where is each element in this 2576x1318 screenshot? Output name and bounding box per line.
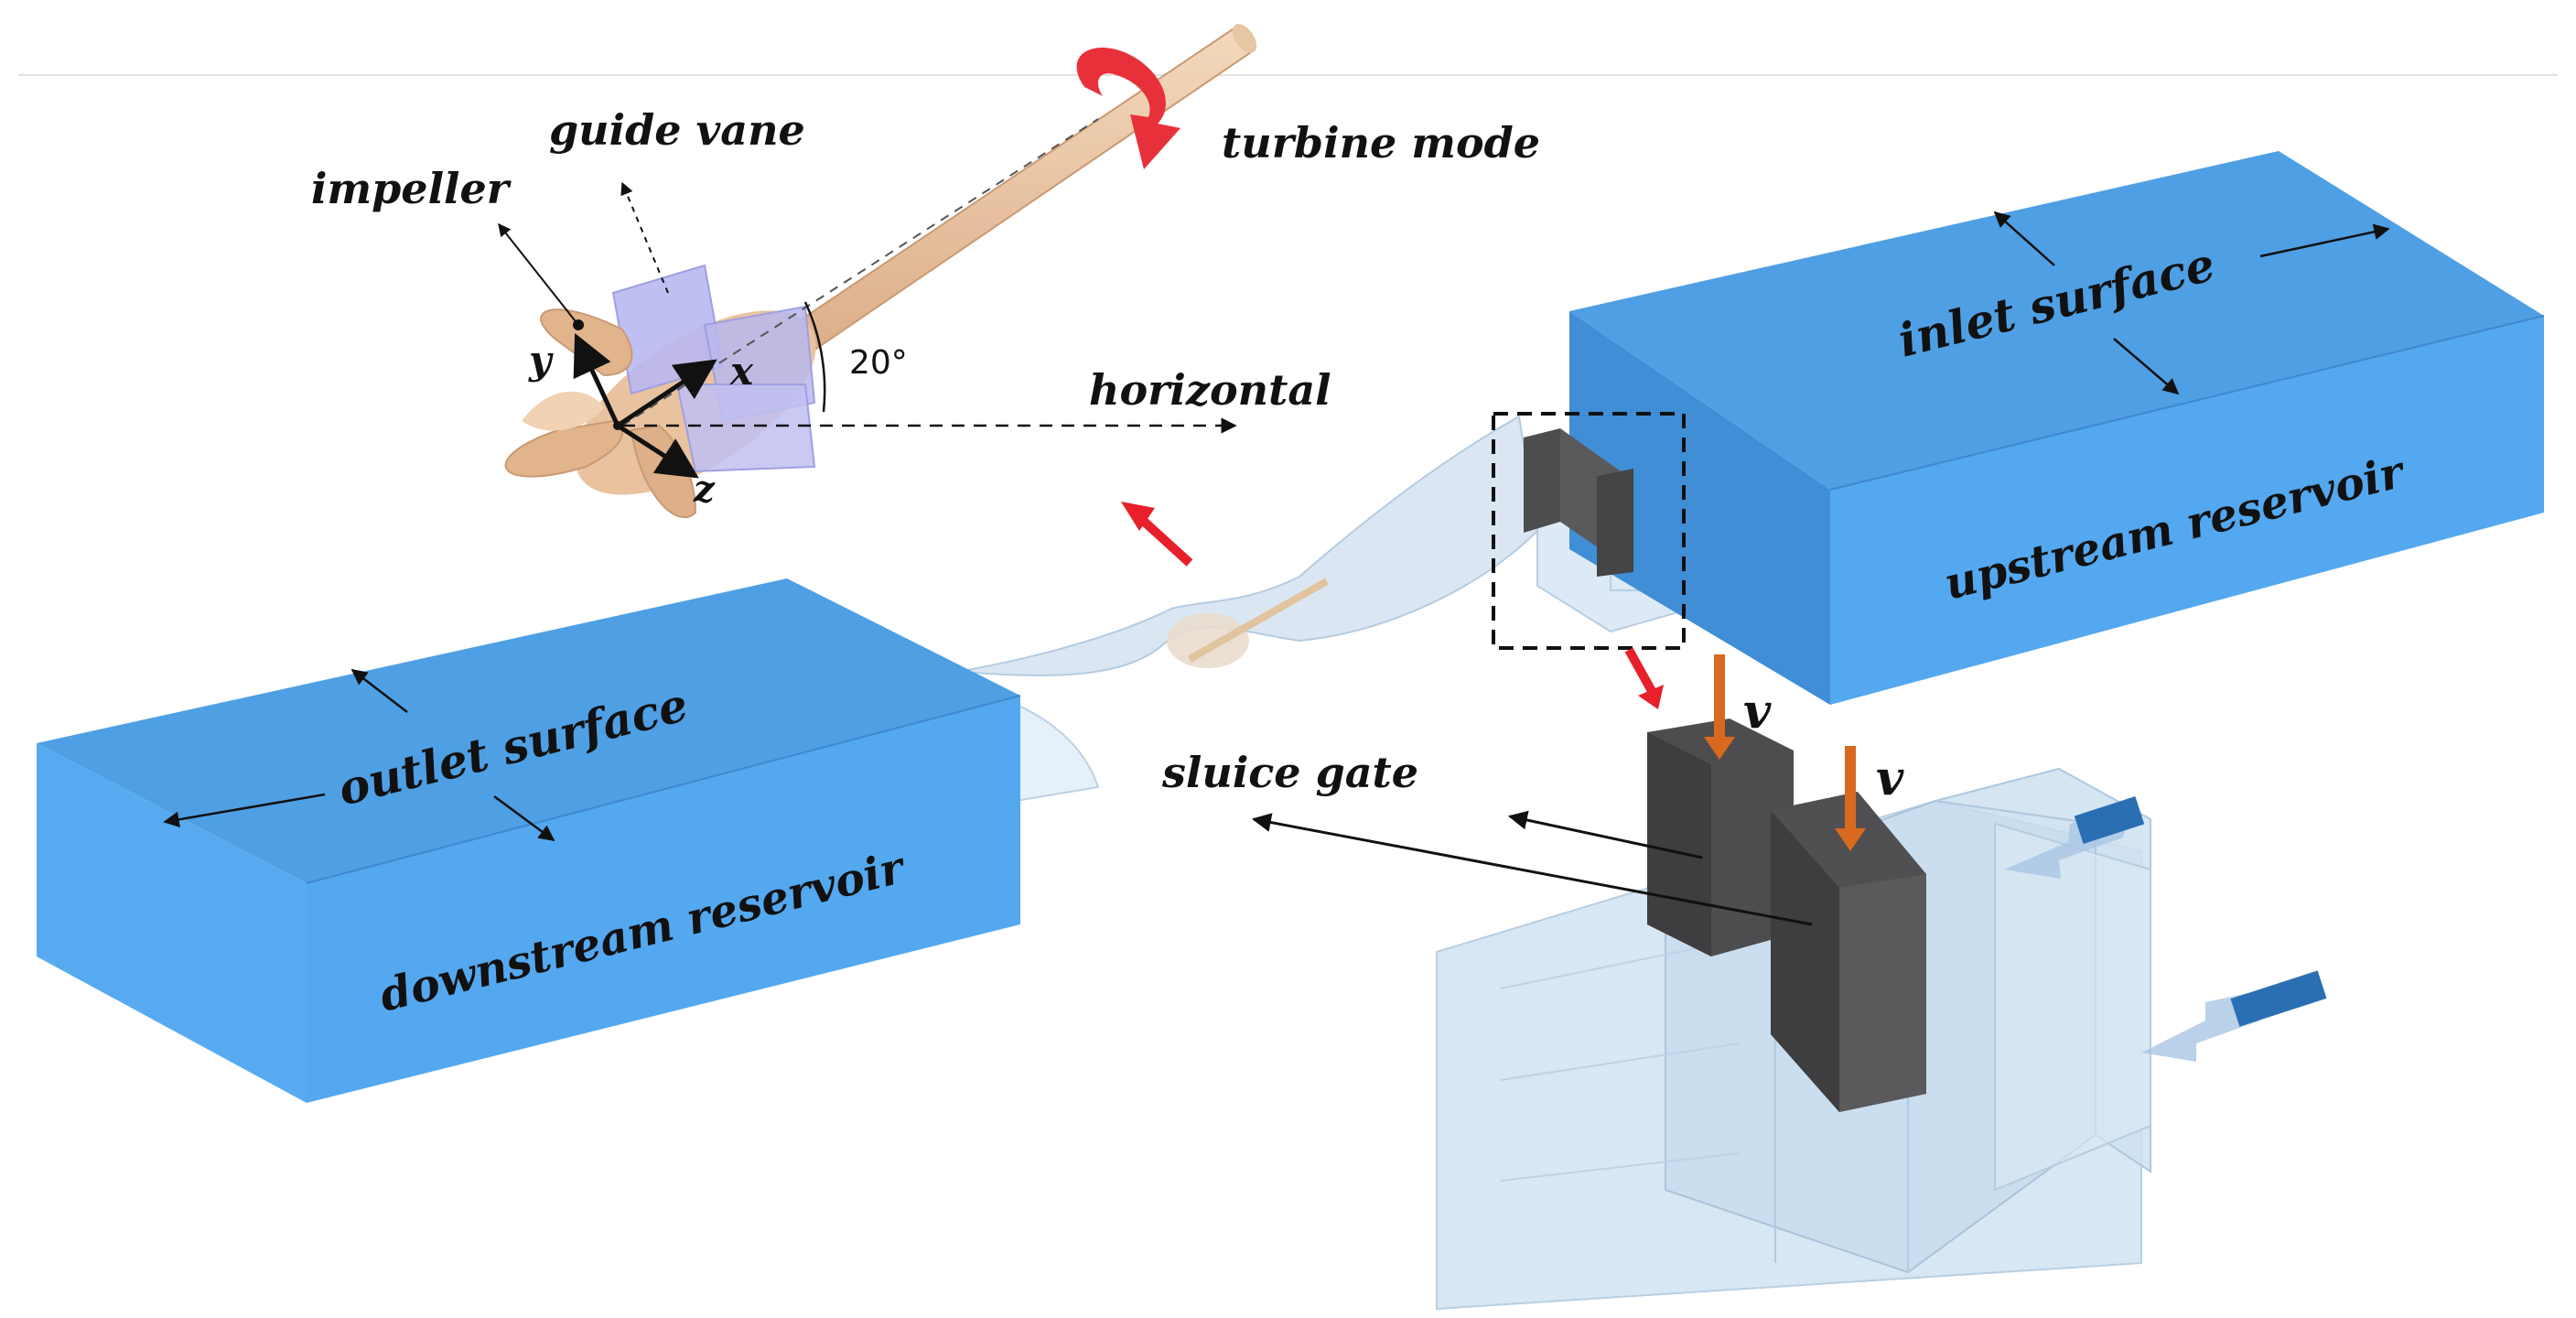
zoom-region-box bbox=[1492, 412, 1686, 650]
label-sluice-gate: sluice gate bbox=[1161, 748, 1418, 797]
axis-z-arrow bbox=[616, 423, 699, 479]
guide-vane-leader bbox=[620, 181, 669, 294]
velocity-arrow-2-head bbox=[1835, 828, 1866, 851]
small-sluice-gate bbox=[1524, 428, 1633, 577]
downstream-left-face bbox=[37, 743, 307, 1103]
axis-y-arrow bbox=[573, 332, 620, 427]
red-arrow-zoom-head bbox=[1638, 685, 1664, 709]
downstream-front-face bbox=[307, 696, 1020, 1103]
small-gate-plate-3 bbox=[1597, 469, 1633, 577]
label-axis-z: z bbox=[693, 468, 716, 511]
impeller-nose bbox=[522, 391, 604, 431]
upstream-front-face bbox=[1830, 316, 2544, 705]
axis-x-arrow bbox=[616, 359, 717, 428]
angle-arc bbox=[803, 301, 826, 413]
surface-arrows bbox=[163, 211, 2390, 842]
conduit-shaft bbox=[1188, 578, 1329, 663]
upstream-left-face bbox=[1569, 311, 1830, 705]
shaft-axis-line bbox=[621, 118, 1099, 427]
red-arrows bbox=[1121, 502, 1664, 709]
velocity-arrow-2-shaft bbox=[1845, 746, 1856, 833]
velocity-arrows bbox=[1704, 654, 1866, 851]
label-turbine-mode: turbine mode bbox=[1222, 118, 1540, 167]
label-axis-y: y bbox=[528, 338, 554, 383]
conduit-runner bbox=[1167, 613, 1249, 668]
label-axis-x: x bbox=[729, 349, 754, 394]
velocity-arrow-1-head bbox=[1704, 737, 1735, 760]
impeller-leader bbox=[498, 222, 579, 326]
upstream-top-face bbox=[1569, 151, 2544, 490]
guide-vane-3 bbox=[675, 384, 816, 473]
rotation-arrow bbox=[1076, 48, 1180, 169]
upstream-reservoir-box bbox=[1569, 151, 2545, 705]
red-arrow-zoom-shaft bbox=[1624, 647, 1656, 694]
inflow-arrow-upper bbox=[2074, 795, 2145, 845]
detail-duct-panel bbox=[1994, 822, 2151, 1192]
small-gate-plate-1 bbox=[1524, 428, 1560, 533]
impeller-blade-2 bbox=[504, 419, 623, 478]
conduit-body bbox=[923, 415, 1539, 679]
downstream-top-face bbox=[37, 578, 1020, 883]
label-velocity-1: v bbox=[1743, 684, 1772, 740]
red-arrow-turbine-shaft bbox=[1136, 513, 1193, 567]
label-velocity-2: v bbox=[1876, 751, 1904, 806]
inflow-arrows bbox=[2004, 795, 2327, 1062]
sluice-leader-1 bbox=[1507, 810, 1703, 859]
sluice-leader-2 bbox=[1251, 813, 1813, 926]
label-angle: 20° bbox=[849, 344, 908, 382]
red-arrow-turbine-head bbox=[1121, 502, 1155, 531]
label-guide-vane: guide vane bbox=[549, 105, 805, 155]
inflow-arrow-lower bbox=[2230, 970, 2327, 1027]
turbine-assembly bbox=[504, 24, 1257, 519]
sluice-gate-detail bbox=[1436, 654, 2327, 1311]
downstream-reservoir-box bbox=[37, 578, 1021, 1103]
velocity-arrow-1-shaft bbox=[1714, 654, 1725, 741]
label-horizontal: horizontal bbox=[1089, 365, 1331, 415]
rotation-arrow-shape bbox=[1076, 48, 1180, 169]
label-impeller: impeller bbox=[311, 164, 512, 213]
